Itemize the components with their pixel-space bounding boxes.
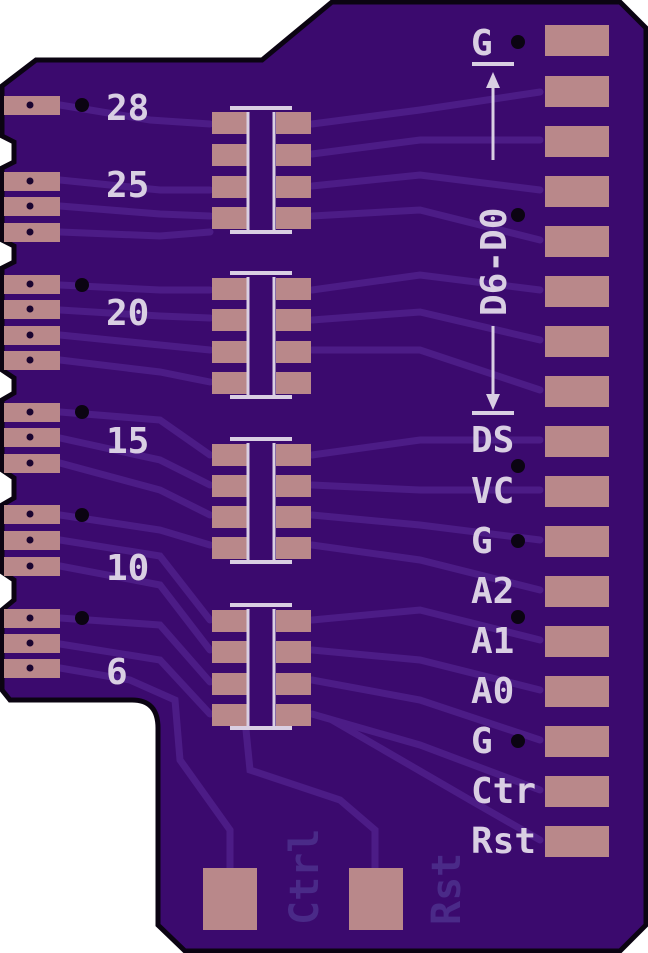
label-g-1: G bbox=[471, 521, 493, 562]
bottom-test-pads bbox=[203, 868, 403, 930]
copper-traces bbox=[56, 88, 544, 874]
label-ds: DS bbox=[471, 420, 514, 461]
right-vias bbox=[511, 35, 525, 748]
arrow-down-icon bbox=[486, 394, 500, 410]
label-rst: Rst bbox=[471, 821, 536, 862]
ic-silk-sides bbox=[246, 112, 276, 726]
right-signal-labels: G DS VC G A2 A1 A0 G Ctr Rst bbox=[471, 23, 536, 862]
left-vias bbox=[75, 98, 89, 625]
rst-label: Rst bbox=[424, 853, 470, 925]
arrow-up-icon bbox=[486, 72, 500, 88]
pin-number-10: 10 bbox=[106, 548, 149, 589]
pin-number-25: 25 bbox=[106, 165, 149, 206]
right-edge-pads bbox=[545, 25, 609, 857]
ic-package-3 bbox=[212, 437, 311, 564]
data-bus-indicator: D6-D0 bbox=[472, 62, 515, 415]
label-ctr: Ctr bbox=[471, 771, 536, 812]
label-vc: VC bbox=[471, 471, 514, 512]
left-pad-dots bbox=[26, 101, 34, 672]
ctrl-label: Ctrl bbox=[282, 829, 328, 925]
ctrl-pad bbox=[203, 868, 257, 930]
pin-number-6: 6 bbox=[106, 652, 128, 693]
label-g-top: G bbox=[471, 23, 493, 64]
ic-package-1 bbox=[212, 106, 311, 234]
pin-number-20: 20 bbox=[106, 293, 149, 334]
label-g-2: G bbox=[471, 721, 493, 762]
bottom-pad-labels: Ctrl Rst bbox=[282, 829, 470, 925]
pin-number-15: 15 bbox=[106, 421, 149, 462]
data-bus-label: D6-D0 bbox=[474, 208, 515, 316]
left-pin-numbers: 28 25 20 15 10 6 bbox=[106, 88, 149, 693]
label-a0: A0 bbox=[471, 671, 514, 712]
ic-package-2 bbox=[212, 271, 311, 399]
ic-package-4 bbox=[212, 603, 311, 730]
pin-number-28: 28 bbox=[106, 88, 149, 129]
label-a1: A1 bbox=[471, 621, 514, 662]
label-a2: A2 bbox=[471, 571, 514, 612]
rst-pad bbox=[349, 868, 403, 930]
